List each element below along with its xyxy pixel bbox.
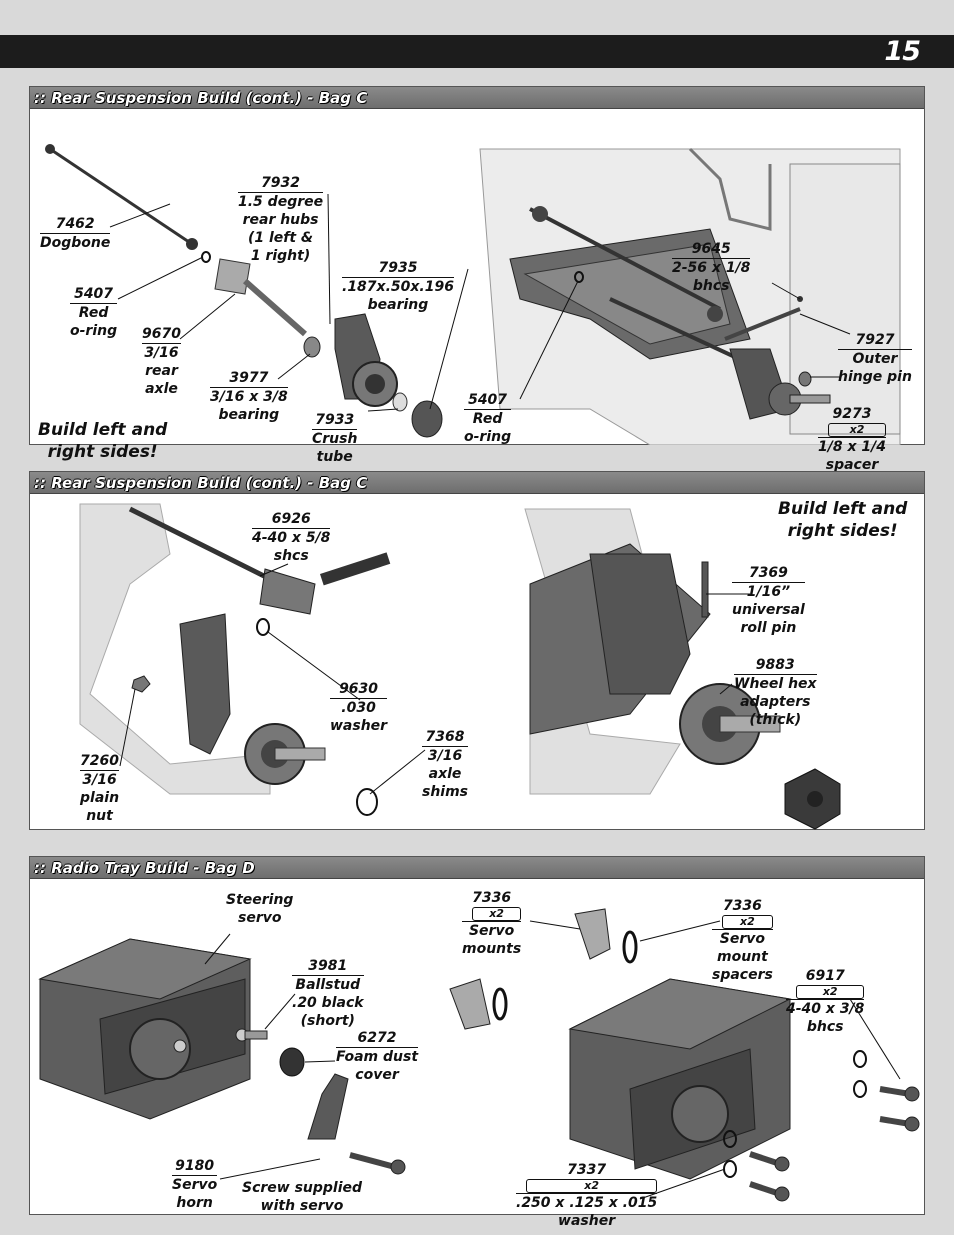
chassis-render: [479, 147, 901, 445]
bearing-3977: [303, 336, 321, 358]
crush-tube-7933: [392, 392, 408, 412]
steering-servo-left: [38, 938, 252, 1120]
spacer-9273: [798, 371, 812, 387]
hinge-pin-7927: [724, 307, 801, 341]
leader-lines: [119, 563, 750, 795]
servo-screw: [349, 1152, 406, 1175]
dogbone-7462: [45, 144, 198, 250]
panel-header: :: Rear Suspension Build (cont.) - Bag C: [30, 87, 924, 109]
left-assembly-render: [79, 503, 391, 816]
servo-horn-9180: [307, 1073, 349, 1140]
rear-hub-7932: [334, 313, 398, 407]
foam-dust-cover-6272: [279, 1047, 305, 1077]
radio-tray-illustration: [38, 908, 920, 1202]
page-header-band: 15: [0, 35, 954, 68]
section-title: :: Radio Tray Build - Bag D: [34, 859, 255, 877]
panel-header: :: Rear Suspension Build (cont.) - Bag C: [30, 472, 924, 494]
servo-right: [568, 978, 792, 1180]
section-title: :: Rear Suspension Build (cont.) - Bag C: [34, 89, 368, 107]
rear-axle-9670: [214, 258, 307, 337]
panel-radio-tray: :: Radio Tray Build - Bag D: [29, 856, 925, 1229]
o-ring-5407-b: [574, 271, 584, 283]
leader-lines: [204, 920, 901, 1200]
leader-lines: [109, 193, 851, 412]
panel-rear-suspension-1: :: Rear Suspension Build (cont.) - Bag C: [29, 86, 925, 473]
bearing-7935: [411, 400, 443, 438]
ballstud-3981: [235, 1028, 268, 1042]
right-assembly-render: [524, 508, 841, 830]
panel-rear-suspension-2: :: Rear Suspension Build (cont.) - Bag C: [29, 471, 925, 830]
rear-suspension-illustration: [45, 144, 901, 445]
section-title: :: Rear Suspension Build (cont.) - Bag C: [34, 474, 368, 492]
o-ring-5407: [201, 251, 211, 263]
bhcs-6917: [853, 1050, 920, 1132]
washers-7337: [723, 1130, 790, 1202]
page-number: 15: [884, 36, 921, 67]
hub-axle-illustration: [79, 503, 841, 830]
servo-mounts: [449, 908, 638, 1030]
panel-header: :: Radio Tray Build - Bag D: [30, 857, 924, 879]
